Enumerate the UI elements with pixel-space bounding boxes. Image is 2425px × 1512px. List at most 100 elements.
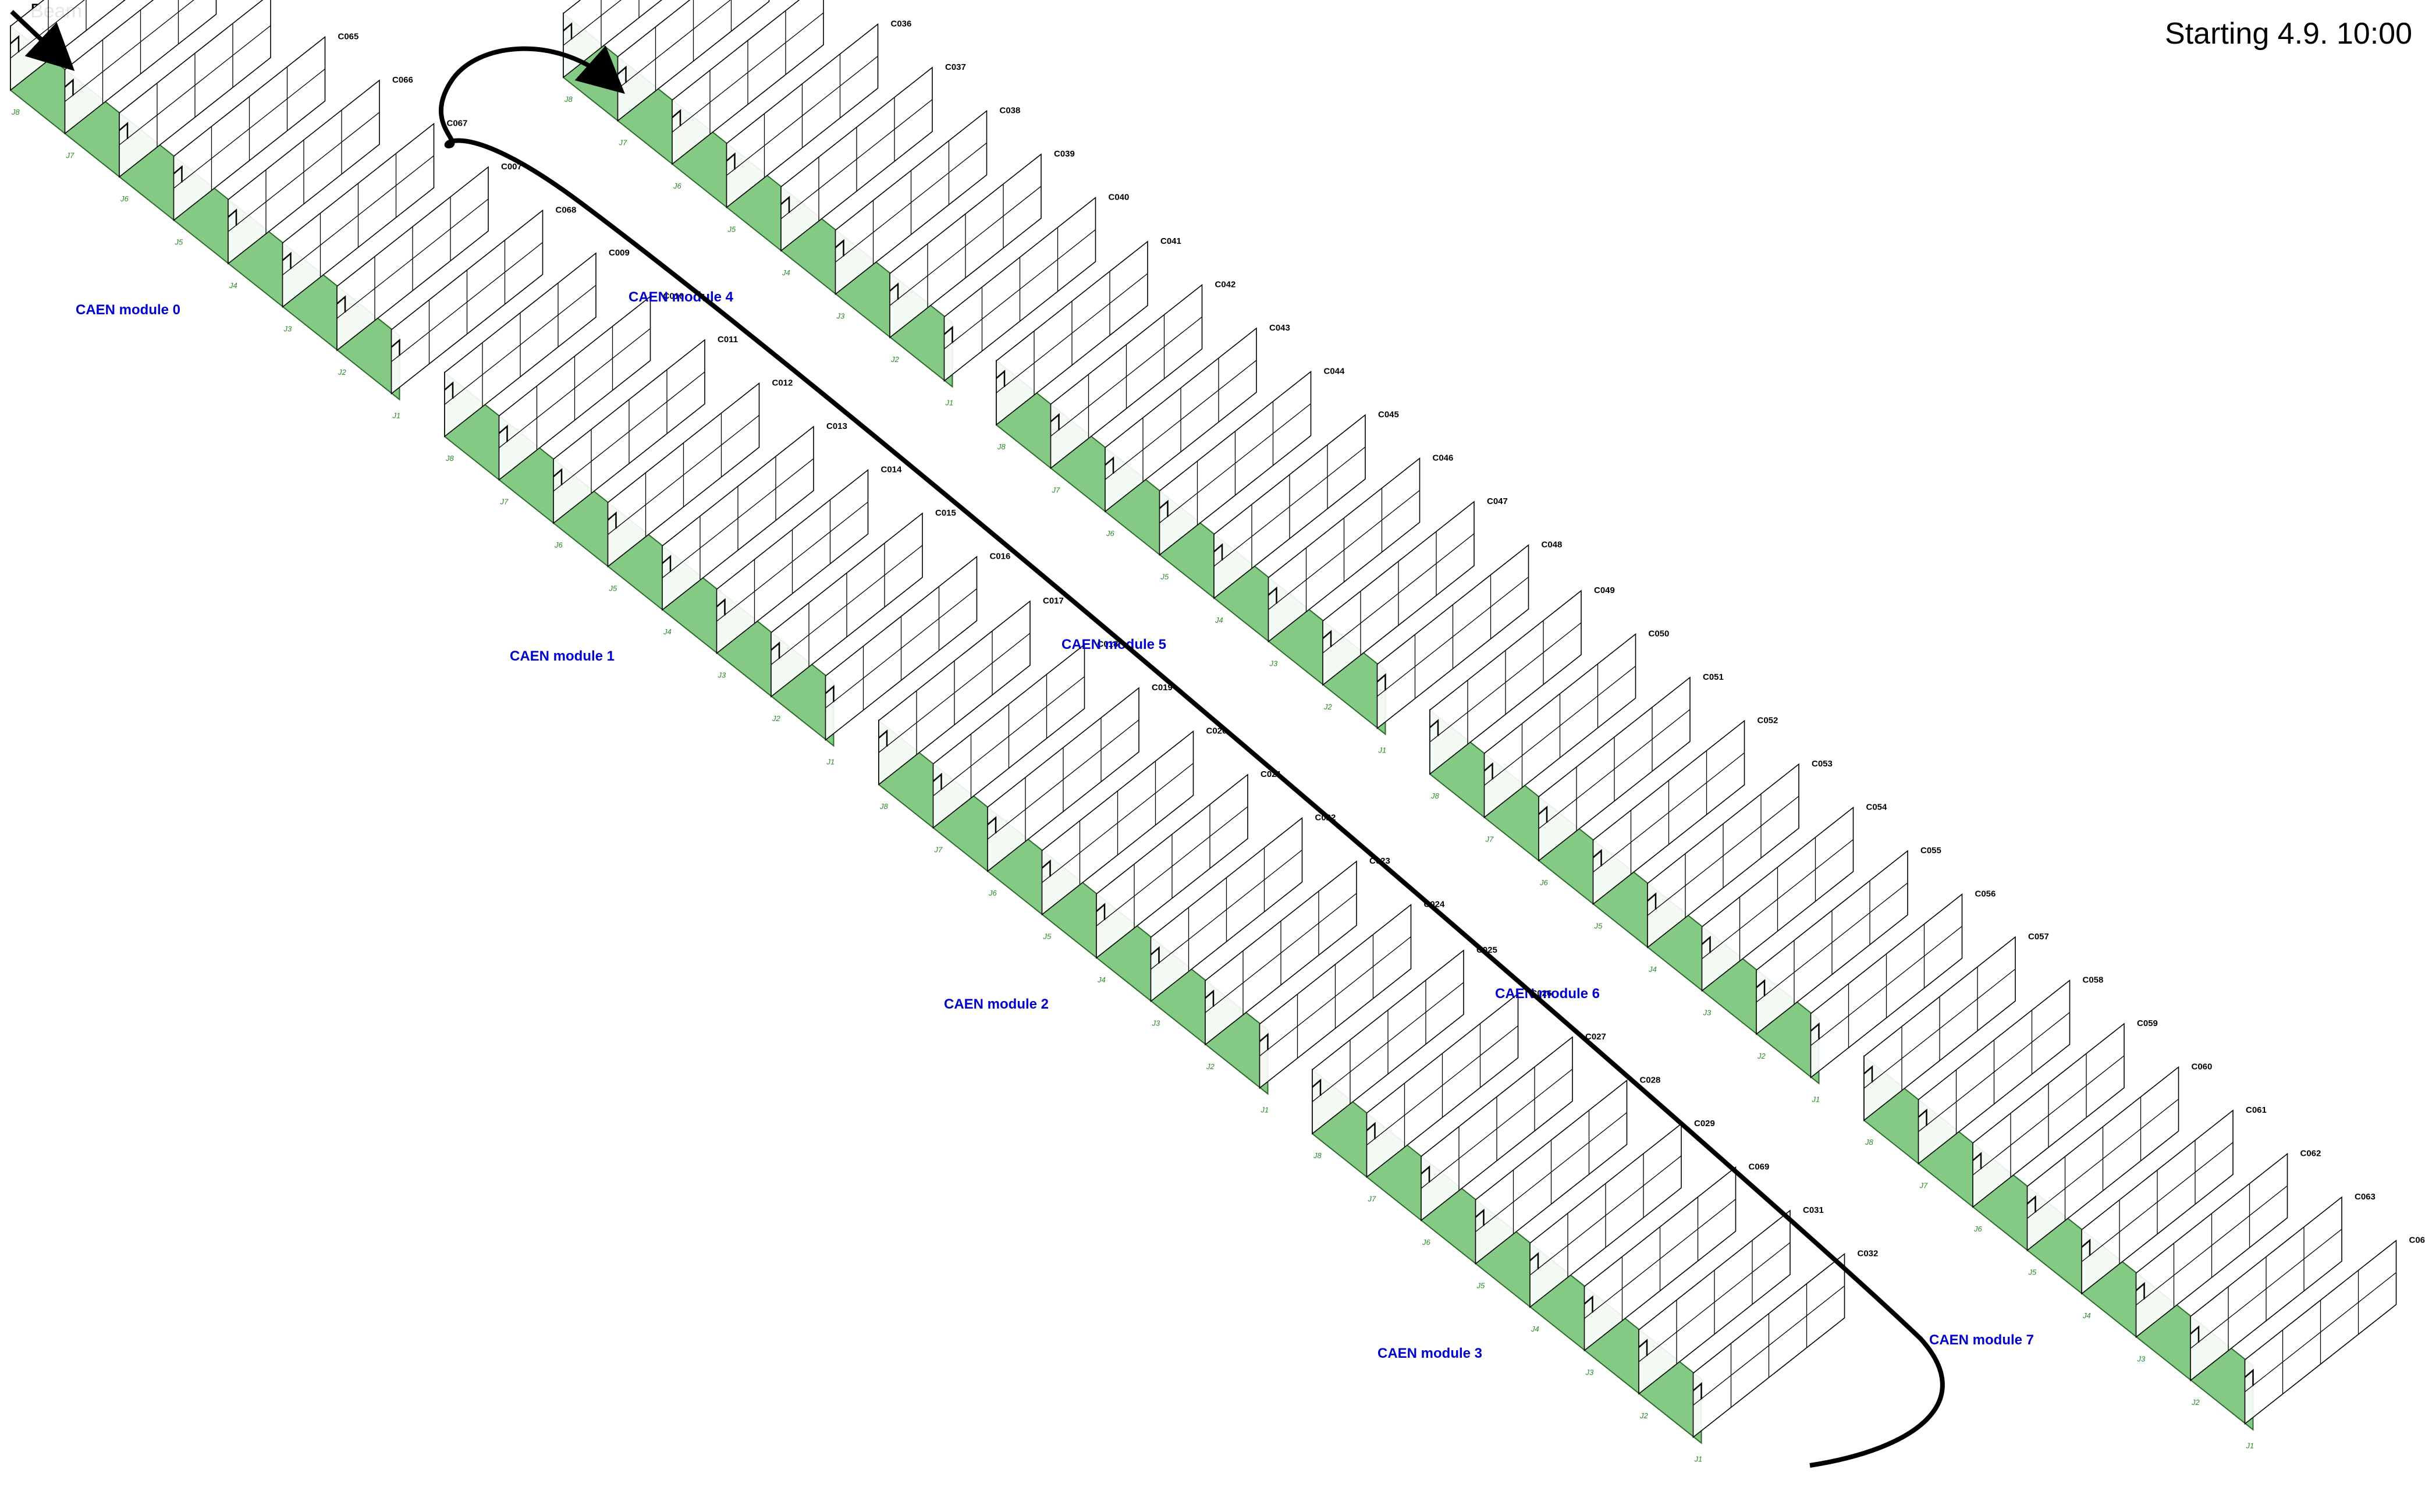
caen-module-0: C001J8C002J7C003J6C065J5C066J4C067J3C007… bbox=[10, 0, 576, 420]
cassette-label: C066 bbox=[392, 75, 413, 85]
cassette-label: C013 bbox=[826, 421, 847, 431]
cassette-label: C067 bbox=[447, 119, 468, 129]
connector-label: J3 bbox=[1703, 1009, 1712, 1017]
start-time-label: Starting 4.9. 10:00 bbox=[2165, 17, 2412, 51]
cassette-label: C010 bbox=[663, 292, 684, 301]
return-path-arrow bbox=[439, 45, 1945, 1468]
cassette-label: C046 bbox=[1433, 453, 1454, 463]
connector-label: J6 bbox=[120, 194, 129, 203]
connector-label: J4 bbox=[1215, 616, 1223, 624]
cassette-label: C064 bbox=[2409, 1236, 2425, 1245]
connector-label: J2 bbox=[772, 714, 781, 723]
cassette-label: C050 bbox=[1649, 629, 1670, 639]
cassette-label: C052 bbox=[1757, 716, 1778, 726]
connector-label: J6 bbox=[554, 541, 563, 549]
connector-label: J7 bbox=[1052, 486, 1061, 495]
cassette-label: C068 bbox=[556, 205, 577, 215]
module-label: CAEN module 6 bbox=[1495, 986, 1600, 1002]
connector-label: J4 bbox=[1648, 965, 1657, 974]
connector-label: J1 bbox=[826, 758, 835, 766]
connector-label: J6 bbox=[988, 889, 997, 897]
connector-label: J2 bbox=[890, 355, 900, 364]
connector-label: J6 bbox=[673, 182, 682, 190]
cassette-label: C059 bbox=[2137, 1018, 2158, 1028]
cassette-label: C041 bbox=[1160, 236, 1181, 246]
cassette-label: C036 bbox=[891, 19, 912, 29]
connector-label: J8 bbox=[879, 802, 889, 811]
cassette-label: C056 bbox=[1975, 889, 1996, 899]
connector-label: J2 bbox=[1757, 1052, 1766, 1060]
connector-label: J8 bbox=[445, 454, 455, 463]
module-label: CAEN module 1 bbox=[510, 648, 615, 664]
connector-label: J7 bbox=[1368, 1195, 1377, 1204]
cassette-label: C043 bbox=[1269, 323, 1290, 333]
cassette-c002: C002J7 bbox=[64, 0, 217, 160]
caen-module-2: C017J8C018J7C019J6C020J5C021J4C022J3C023… bbox=[878, 596, 1445, 1115]
connector-label: J4 bbox=[2082, 1311, 2091, 1320]
connector-label: J1 bbox=[392, 411, 401, 420]
cassette-c035: C035J6 bbox=[672, 0, 824, 190]
connector-label: J3 bbox=[1152, 1019, 1161, 1028]
connector-label: J1 bbox=[945, 399, 954, 407]
connector-label: J8 bbox=[564, 95, 573, 104]
cassette-label: C019 bbox=[1152, 683, 1173, 693]
cassette-label: C029 bbox=[1694, 1119, 1715, 1128]
cassette-label: C012 bbox=[772, 378, 793, 388]
module-label: CAEN module 0 bbox=[76, 302, 180, 318]
connector-label: J6 bbox=[1539, 878, 1549, 887]
cassette-label: C015 bbox=[935, 508, 956, 518]
cassette-label: C042 bbox=[1215, 280, 1236, 290]
connector-label: J4 bbox=[663, 627, 672, 636]
cassette-label: C060 bbox=[2192, 1062, 2213, 1072]
connector-label: J7 bbox=[1919, 1181, 1929, 1190]
connector-label: J3 bbox=[283, 325, 293, 333]
connector-label: J2 bbox=[1639, 1411, 1649, 1420]
connector-label: J5 bbox=[609, 584, 618, 593]
cassette-label: C054 bbox=[1866, 803, 1888, 812]
connector-label: J5 bbox=[175, 238, 184, 247]
cassette-label: C018 bbox=[1098, 640, 1119, 649]
caen-module-5: C041J8C042J7C043J6C044J5C045J4C046J3C047… bbox=[996, 236, 1562, 755]
caen-module-6: C049J8C050J7C051J6C052J5C053J4C054J3C055… bbox=[1429, 585, 1996, 1104]
connector-label: J8 bbox=[1430, 792, 1440, 800]
cassette-label: C069 bbox=[1749, 1162, 1770, 1172]
connector-label: J4 bbox=[782, 268, 790, 277]
cassette-label: C037 bbox=[945, 62, 966, 72]
connector-label: J6 bbox=[1973, 1224, 1983, 1233]
cassette-label: C065 bbox=[338, 32, 359, 42]
connector-label: J8 bbox=[997, 442, 1006, 451]
cassette-c003: C003J6 bbox=[119, 0, 271, 203]
cassette-label: C053 bbox=[1812, 759, 1833, 769]
module-label: CAEN module 2 bbox=[944, 996, 1049, 1012]
cassette-label: C063 bbox=[2355, 1192, 2376, 1202]
cassette-label: C055 bbox=[1920, 846, 1941, 856]
cassette-label: C051 bbox=[1703, 672, 1724, 682]
connector-label: J8 bbox=[1865, 1138, 1874, 1147]
